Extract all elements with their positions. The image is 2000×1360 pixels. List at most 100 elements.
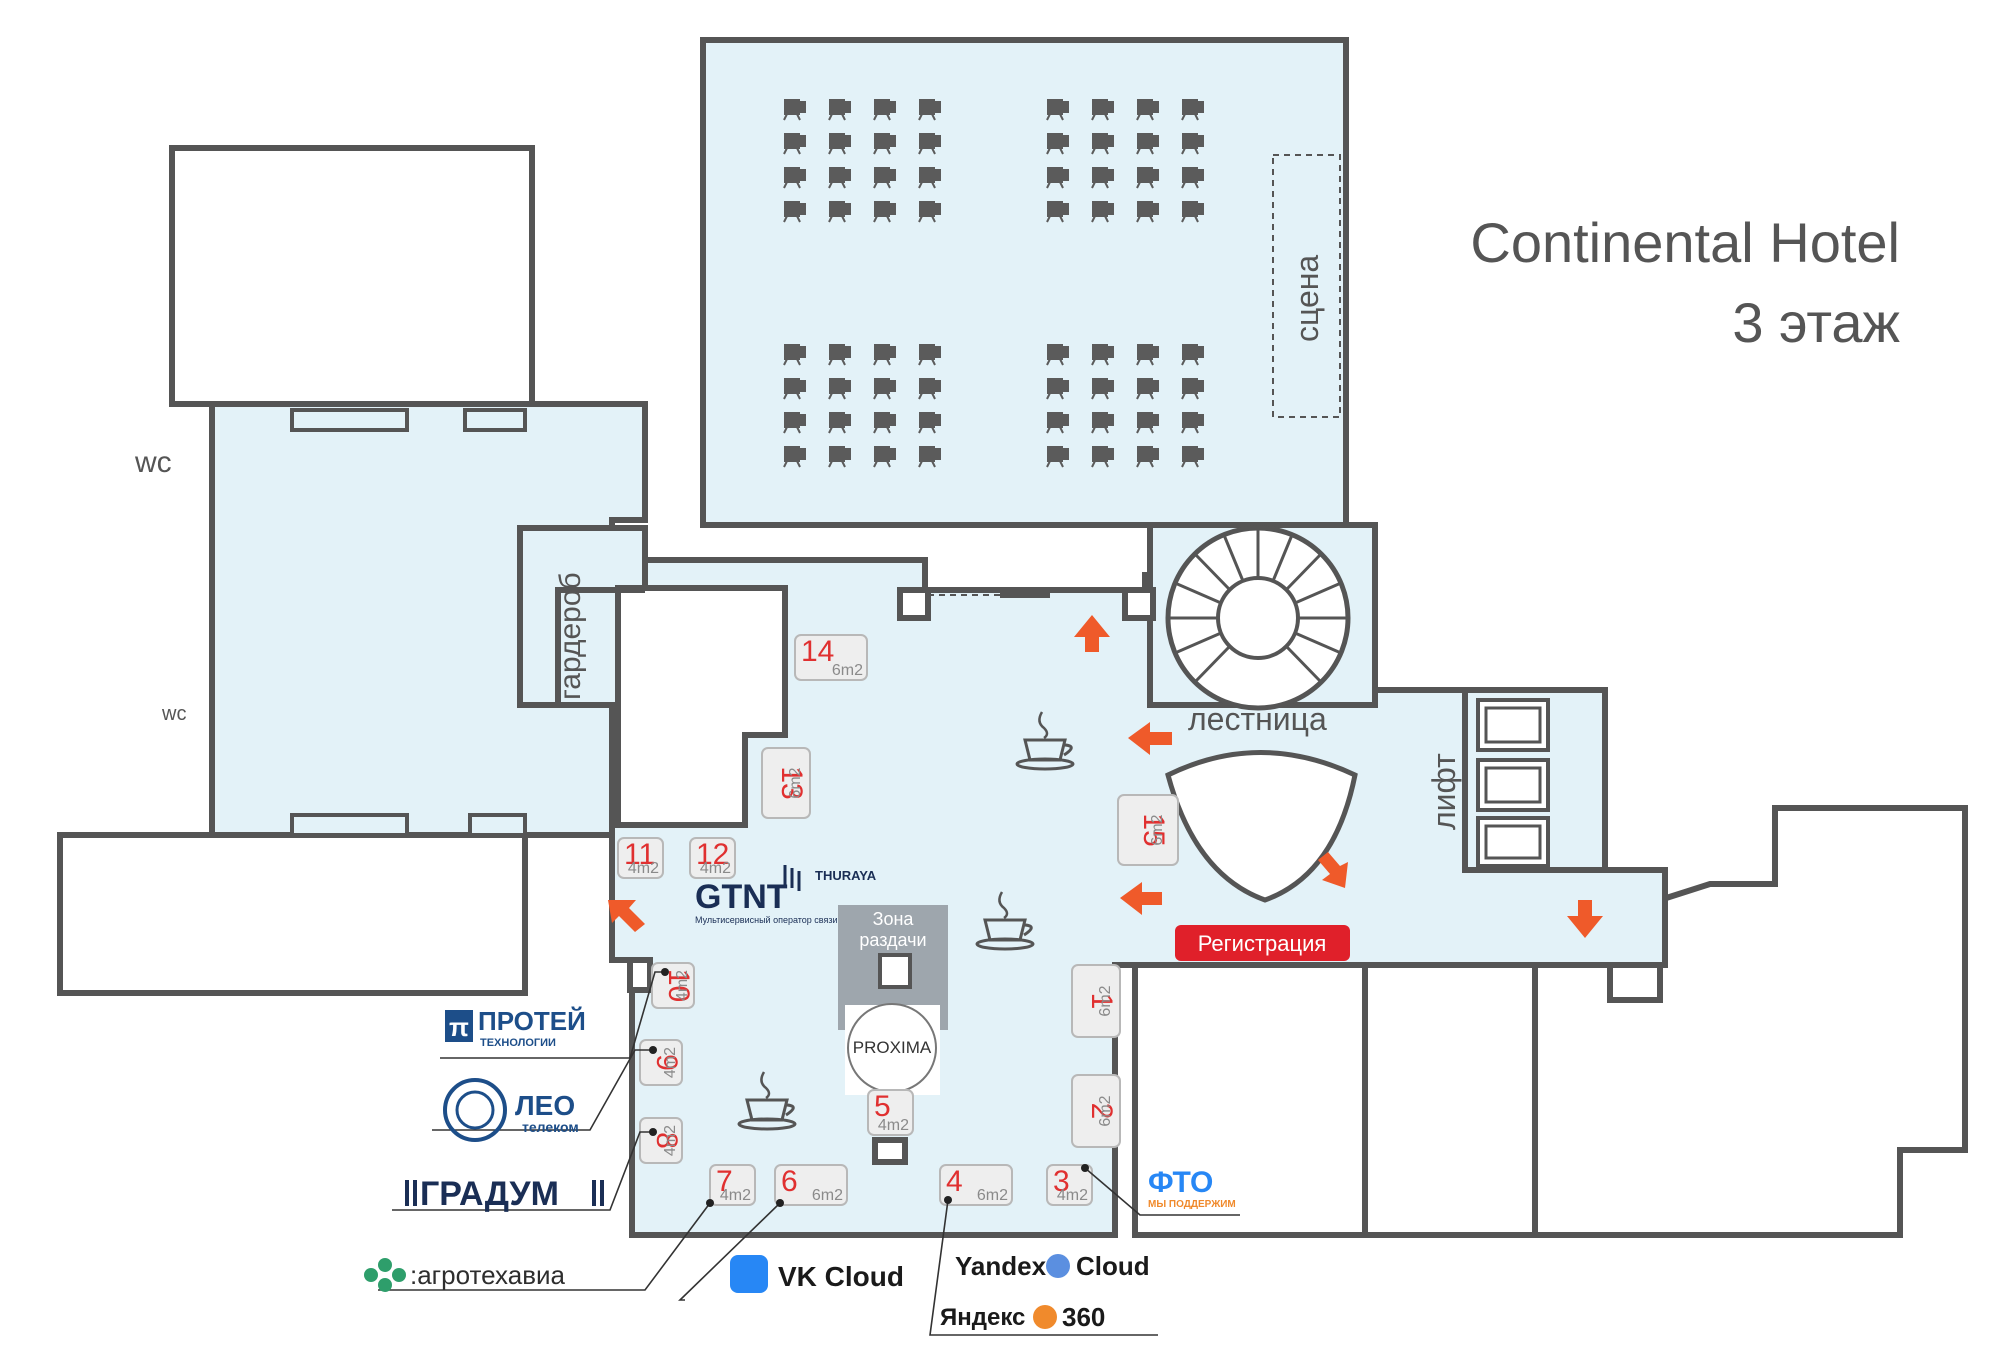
svg-text:360: 360 — [1062, 1302, 1105, 1332]
chair-icon — [1046, 167, 1069, 189]
elevator-label: лифт — [1426, 753, 1462, 830]
chair-icon — [1046, 412, 1069, 434]
chair-icon — [783, 446, 806, 468]
svg-text:THURAYA: THURAYA — [815, 868, 877, 883]
stage-label: сцена — [1289, 255, 1325, 342]
chair-icon — [1136, 412, 1159, 434]
chair-icon — [873, 412, 896, 434]
blank-block-top-left — [169, 145, 535, 407]
chair-icon — [828, 133, 851, 155]
serving-zone-label: раздачи — [859, 930, 926, 950]
booth-area: 6m2 — [1097, 985, 1114, 1016]
booth-area: 4m2 — [700, 860, 731, 877]
logo-yandex-360: Яндекс 360 — [940, 1302, 1105, 1332]
booth-box — [794, 634, 868, 681]
coffee-icon — [1015, 711, 1075, 771]
chair-icon — [1046, 99, 1069, 121]
chair-icon — [1046, 446, 1069, 468]
booth-box — [617, 837, 664, 879]
chair-icon — [783, 378, 806, 400]
svg-text:ГРАДУМ: ГРАДУМ — [420, 1175, 559, 1213]
booth-area: 4m2 — [720, 1187, 751, 1204]
chair-icon — [1181, 99, 1204, 121]
registration-banner — [1175, 925, 1350, 961]
bottom-room-register — [1132, 962, 1368, 1238]
left-hall-windows — [290, 408, 527, 837]
booth-number: 2 — [1085, 1103, 1118, 1120]
registration-desk — [1165, 750, 1358, 903]
chair-icon — [1136, 99, 1159, 121]
booth-box — [867, 1089, 914, 1136]
booth-number: 4 — [946, 1165, 963, 1198]
chair-icon — [1091, 412, 1114, 434]
chair-icon — [1136, 167, 1159, 189]
arrow-left-icon — [1120, 882, 1162, 915]
booth-number: 1 — [1085, 993, 1118, 1010]
conference-hall — [700, 37, 1349, 528]
svg-text:Yandex: Yandex — [955, 1251, 1047, 1281]
cloakroom-label: гардероб — [554, 572, 587, 700]
stairs-label: лестница — [1188, 701, 1327, 737]
chair-icon — [783, 201, 806, 223]
booth-number: 15 — [1137, 813, 1170, 846]
booth-number: 13 — [775, 766, 808, 799]
chair-icon — [1091, 201, 1114, 223]
stairs-spiral — [1165, 525, 1351, 711]
coffee-icon — [737, 1071, 797, 1131]
floor-title: 3 этаж — [1732, 291, 1900, 354]
svg-text:МЫ ПОДДЕРЖИМ: МЫ ПОДДЕРЖИМ — [1148, 1199, 1236, 1210]
booth-box — [774, 1164, 848, 1206]
svg-text:PROXIMA: PROXIMA — [853, 1038, 932, 1057]
chair-icon — [873, 201, 896, 223]
booth-area: 4m2 — [662, 1047, 679, 1078]
svg-text:ПРОТЕЙ: ПРОТЕЙ — [478, 1006, 586, 1036]
svg-text:ЛЕО: ЛЕО — [515, 1090, 575, 1121]
svg-text:GTNT: GTNT — [695, 878, 788, 916]
svg-text:π: π — [449, 1012, 469, 1042]
svg-text:ФТО: ФТО — [1148, 1166, 1213, 1199]
booth-number: 12 — [696, 838, 729, 871]
chair-icon — [918, 412, 941, 434]
booth-area: 4m2 — [674, 970, 691, 1001]
chair-icon — [783, 167, 806, 189]
booth-box — [1071, 1074, 1121, 1148]
chair-icon — [1046, 133, 1069, 155]
chair-icon — [873, 378, 896, 400]
chair-icon — [1136, 344, 1159, 366]
svg-text:Мультисервисный оператор связи: Мультисервисный оператор связи — [695, 915, 838, 925]
booth-area: 6m2 — [1097, 1095, 1114, 1126]
chair-icon — [1181, 344, 1204, 366]
logo-yandex-cloud: Yandex Cloud — [955, 1251, 1150, 1281]
booth-area: 4m2 — [662, 1125, 679, 1156]
chair-icon — [918, 167, 941, 189]
chair-icon — [828, 167, 851, 189]
leader-lines — [378, 968, 1240, 1336]
wc-label: wc — [134, 446, 172, 479]
serving-zone — [838, 905, 948, 1095]
coffee-icon — [975, 891, 1035, 951]
chair-icon — [783, 99, 806, 121]
chair-icon — [1091, 344, 1114, 366]
registration-label: Регистрация — [1198, 931, 1327, 956]
logo-fto: ФТО МЫ ПОДДЕРЖИМ — [1148, 1166, 1236, 1210]
chair-icon — [1091, 167, 1114, 189]
chair-icon — [918, 344, 941, 366]
chair-icon — [873, 344, 896, 366]
chair-icon — [1091, 446, 1114, 468]
venue-title: Continental Hotel — [1470, 211, 1900, 274]
